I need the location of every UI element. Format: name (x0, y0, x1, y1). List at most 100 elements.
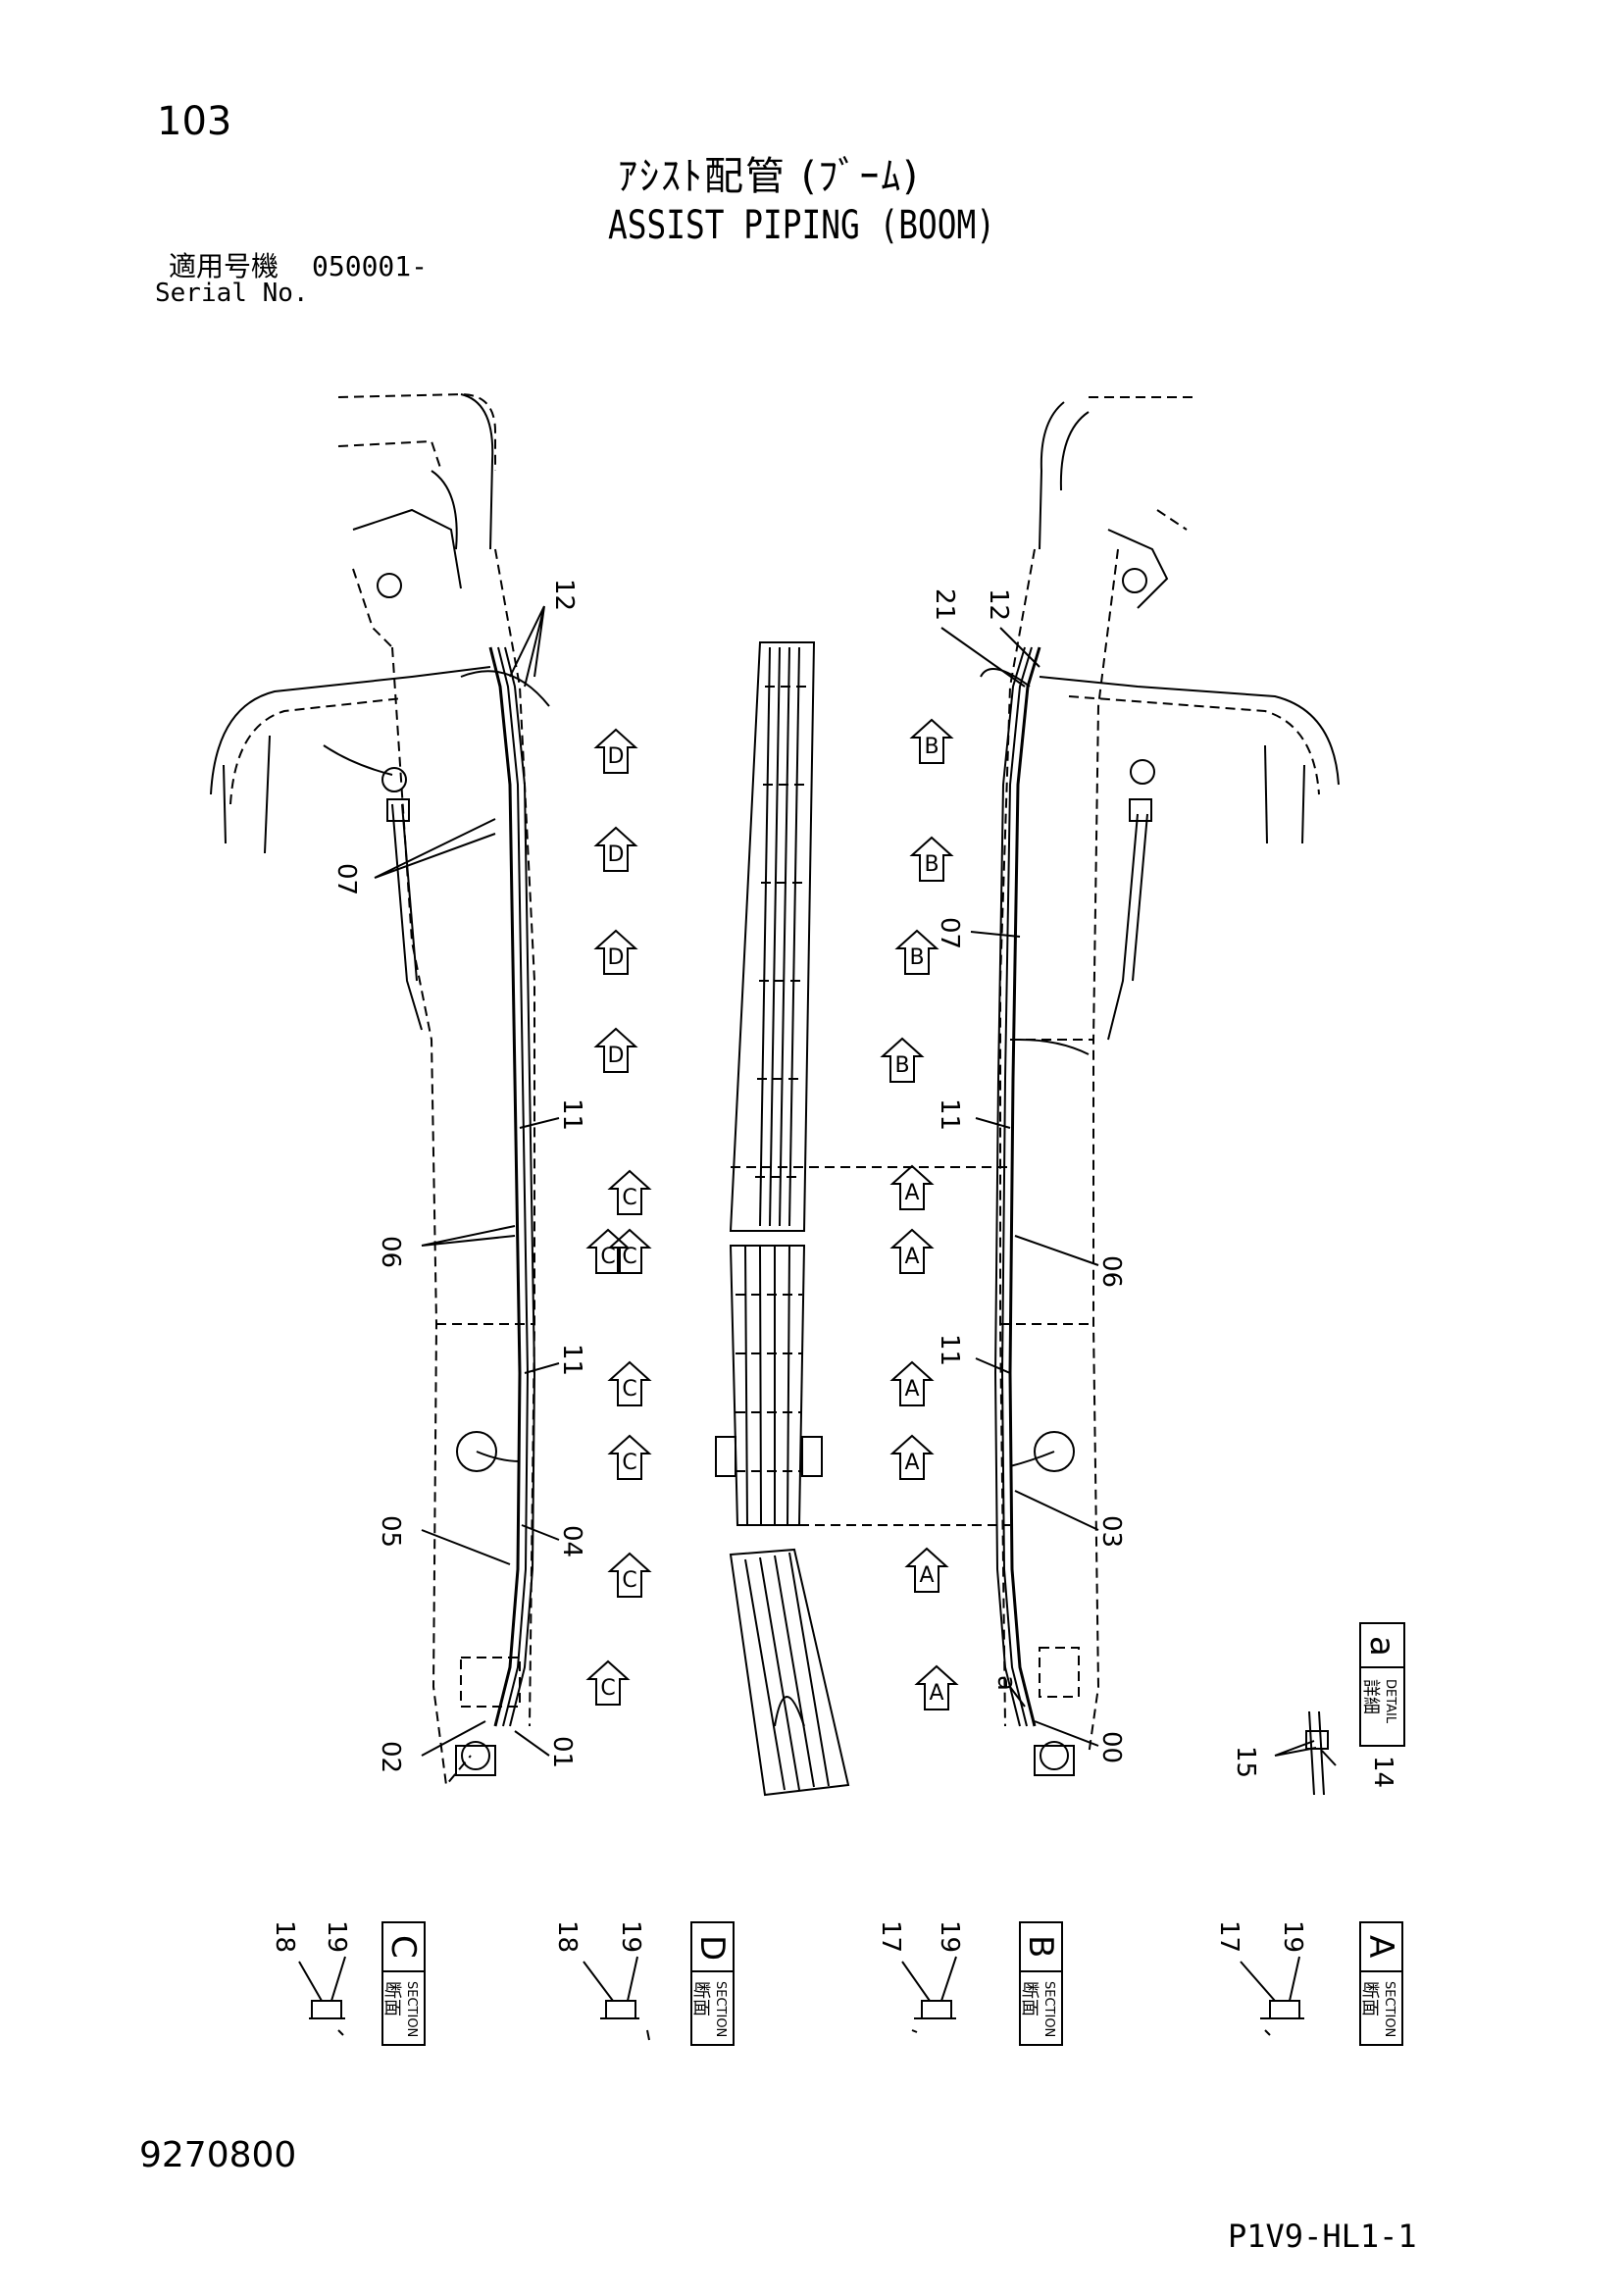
section-arrow-C: C (585, 1228, 631, 1274)
section-arrow-D: D (593, 929, 638, 975)
section-arrow-A: A (889, 1164, 935, 1210)
callout-04-left: 04 (557, 1525, 586, 1557)
title-japanese: ｱｼｽﾄ配管 (ﾌﾞｰﾑ) (618, 154, 920, 199)
center-boom-upper (729, 641, 816, 1232)
svg-text:C: C (622, 1451, 636, 1475)
callout-a-right: a (991, 1675, 1021, 1691)
svg-text:19: 19 (1278, 1920, 1307, 1953)
svg-text:C: C (622, 1377, 636, 1402)
callout-02-left: 02 (376, 1741, 405, 1773)
svg-text:断面: 断面 (381, 1981, 402, 2016)
svg-text:B: B (909, 945, 924, 970)
title-english: ASSIST PIPING (BOOM) (608, 203, 995, 248)
svg-text:D: D (608, 1044, 625, 1068)
svg-text:断面: 断面 (1019, 1981, 1040, 2016)
section-arrow-A: A (904, 1547, 949, 1593)
svg-text:SECTION: SECTION (1041, 1981, 1056, 2037)
callout-06-right: 06 (1096, 1255, 1126, 1288)
section-arrow-B: B (909, 718, 954, 764)
svg-text:C: C (600, 1676, 615, 1701)
svg-text:SECTION: SECTION (713, 1981, 728, 2037)
svg-text:SECTION: SECTION (404, 1981, 419, 2037)
detail-label-jp: 詳細 (1360, 1679, 1381, 1714)
section-arrow-D: D (593, 826, 638, 872)
svg-text:B: B (1021, 1935, 1060, 1958)
callout-21-right: 21 (930, 588, 959, 621)
callout-11-left-upper: 11 (557, 1098, 586, 1131)
section-arrow-C: C (607, 1360, 652, 1406)
callout-12-right: 12 (984, 588, 1013, 621)
section-arrow-D: D (593, 728, 638, 774)
svg-text:C: C (622, 1186, 636, 1210)
callouts-right: 21 12 07 11 06 11 03 a 00 (930, 588, 1126, 1763)
serial-range: 050001- (312, 250, 429, 282)
detail-label-en: DETAIL (1383, 1679, 1397, 1724)
section-arrow-A: A (889, 1360, 935, 1406)
callout-05-left: 05 (376, 1515, 405, 1548)
svg-text:断面: 断面 (690, 1981, 711, 2016)
callout-11-left-lower: 11 (557, 1344, 586, 1376)
section-B: 17 19 B 断面 SECTION (876, 1920, 1063, 2046)
center-boom-middle (715, 1245, 823, 1526)
callout-00-right: 00 (1096, 1731, 1126, 1763)
page-number: 103 (157, 99, 232, 144)
section-arrow-C: C (607, 1434, 652, 1480)
callouts-left: 12 07 11 06 11 05 04 02 01 (331, 579, 586, 1773)
svg-text:B: B (894, 1053, 909, 1078)
section-arrow-C: C (607, 1169, 652, 1215)
svg-text:C: C (622, 1568, 636, 1593)
svg-text:A: A (904, 1245, 919, 1269)
serial-label-japanese: 適用号機 (169, 250, 279, 282)
svg-text:B: B (924, 735, 939, 759)
center-boom-lower (729, 1548, 850, 1797)
svg-text:D: D (608, 744, 625, 769)
svg-text:C: C (622, 1245, 636, 1269)
section-arrow-C: C (607, 1552, 652, 1598)
svg-text:D: D (608, 945, 625, 970)
svg-text:A: A (904, 1181, 919, 1205)
section-A: 17 19 A 断面 SECTION (1214, 1920, 1403, 2046)
section-C: 18 19 C 断面 SECTION (270, 1920, 426, 2046)
callout-11-right-upper: 11 (935, 1098, 964, 1131)
section-arrow-A: A (889, 1434, 935, 1480)
svg-text:19: 19 (616, 1920, 645, 1953)
svg-text:19: 19 (935, 1920, 964, 1953)
callout-06-left: 06 (376, 1236, 405, 1268)
section-arrow-B: B (894, 929, 939, 975)
svg-text:A: A (919, 1563, 934, 1588)
svg-text:D: D (608, 842, 625, 867)
section-arrows-left: D D D D C C C C C C C (585, 728, 652, 1706)
callout-15: 15 (1231, 1746, 1260, 1778)
svg-text:19: 19 (322, 1920, 351, 1953)
section-arrow-A: A (889, 1228, 935, 1274)
section-arrows-right: B B B B A A A A A A A (880, 718, 959, 1710)
callout-01-left: 01 (547, 1736, 577, 1768)
svg-text:C: C (600, 1245, 615, 1269)
callout-03-right: 03 (1096, 1515, 1126, 1548)
svg-text:C: C (383, 1935, 423, 1959)
detail-letter: a (1362, 1636, 1401, 1657)
callout-07-left: 07 (331, 863, 361, 895)
section-D: 18 19 D 断面 SECTION (552, 1920, 735, 2046)
svg-text:17: 17 (876, 1920, 905, 1953)
svg-text:A: A (913, 1241, 938, 1255)
section-arrow-B: B (880, 1037, 925, 1083)
left-boom-drawing (210, 392, 550, 1788)
callout-11-right-lower: 11 (935, 1334, 964, 1366)
svg-text:A: A (1361, 1935, 1400, 1958)
svg-text:A: A (904, 1377, 919, 1402)
right-boom-drawing (980, 396, 1340, 1776)
serial-label-english: Serial No. (155, 279, 309, 308)
svg-text:B: B (924, 852, 939, 877)
svg-text:18: 18 (270, 1920, 299, 1953)
svg-text:A: A (904, 1451, 919, 1475)
callout-14: 14 (1368, 1756, 1397, 1788)
callout-07-right: 07 (935, 917, 964, 949)
svg-text:SECTION: SECTION (1382, 1981, 1396, 2037)
svg-text:18: 18 (552, 1920, 582, 1953)
svg-text:D: D (692, 1935, 732, 1961)
callout-12-left: 12 (549, 579, 579, 611)
detail-a-box: a 詳細 DETAIL (1359, 1622, 1405, 1747)
